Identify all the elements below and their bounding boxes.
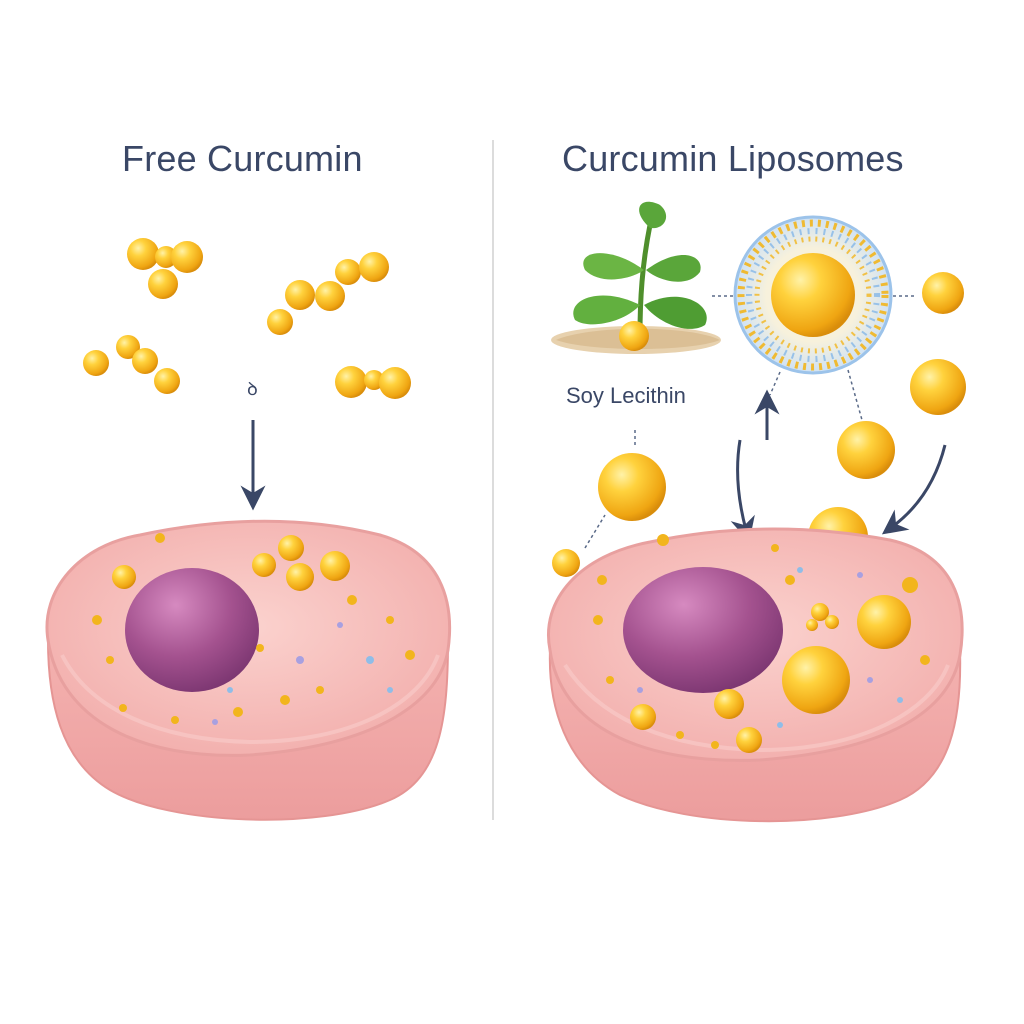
curcumin-particle xyxy=(83,350,109,376)
stray-mark: ꝺ xyxy=(247,379,258,400)
panel-title-curcumin-liposomes: Curcumin Liposomes xyxy=(562,138,904,179)
left-cell-granules xyxy=(92,533,415,725)
free-curcumin-clusters xyxy=(83,238,411,399)
panel-title-free-curcumin: Free Curcumin xyxy=(122,138,363,179)
cell-icon xyxy=(45,519,452,821)
curcumin-particle xyxy=(315,281,345,311)
curcumin-particle xyxy=(335,366,367,398)
right-cell-granules xyxy=(593,534,930,753)
curcumin-particle xyxy=(155,246,177,268)
curcumin-particle xyxy=(154,368,180,394)
curcumin-particle xyxy=(127,238,159,270)
arrow-link xyxy=(584,514,606,549)
soy-lecithin-label: Soy Lecithin xyxy=(566,383,686,408)
arrow-down-icon xyxy=(881,444,947,535)
curcumin-particle xyxy=(132,348,158,374)
curcumin-particle xyxy=(619,321,649,351)
curcumin-particle xyxy=(267,309,293,335)
curcumin-particle xyxy=(116,335,140,359)
nucleus-icon xyxy=(125,568,259,692)
curcumin-particle xyxy=(335,259,361,285)
liposome-icon xyxy=(733,215,893,375)
curcumin-particle xyxy=(285,280,315,310)
nucleus-icon xyxy=(623,567,783,693)
curcumin-particle xyxy=(148,269,178,299)
arrow-down-icon xyxy=(730,439,755,543)
curcumin-particle xyxy=(171,241,203,273)
curcumin-particle xyxy=(359,252,389,282)
curcumin-particle xyxy=(379,367,411,399)
curcumin-particle xyxy=(364,370,384,390)
